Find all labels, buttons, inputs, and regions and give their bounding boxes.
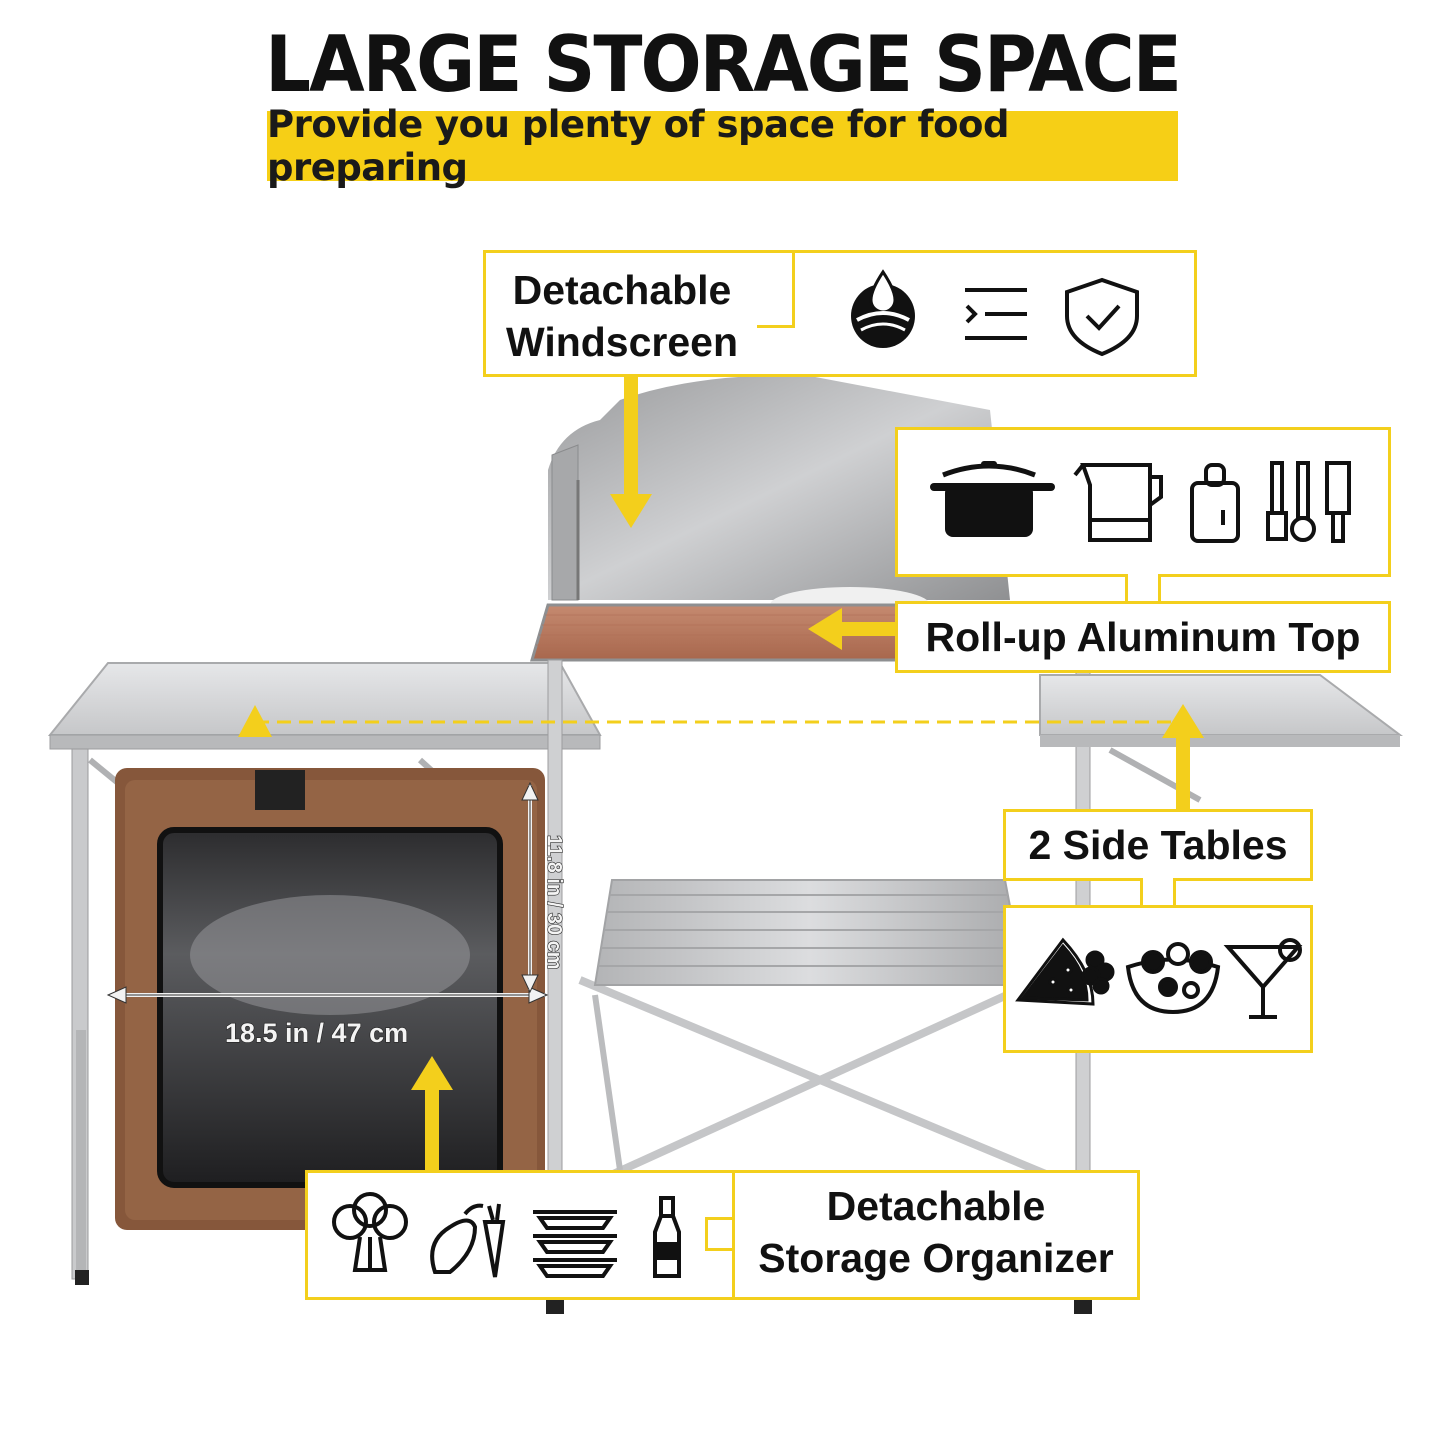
windscreen-label: Detachable Windscreen	[486, 264, 758, 368]
top-box-connector	[1125, 574, 1161, 604]
subtitle-text: Provide you plenty of space for food pre…	[267, 103, 1009, 189]
windscreen-label-line1: Detachable	[512, 267, 732, 313]
broccoli-icon	[332, 1192, 408, 1272]
side-tables-icons	[1015, 937, 1303, 1019]
side-table-arrow-right	[1162, 704, 1204, 738]
top-label: Roll-up Aluminum Top	[925, 613, 1361, 660]
organizer-label-box	[732, 1170, 1140, 1300]
height-dimension	[521, 781, 539, 994]
top-arrow	[808, 608, 842, 650]
width-dimension	[106, 986, 549, 1004]
fruit-icon	[1015, 937, 1115, 1006]
side-tables-label-box: 2 Side Tables	[1003, 809, 1313, 881]
organizer-box-connector-bottom	[705, 1248, 735, 1300]
organizer-icons-box	[305, 1170, 708, 1300]
organizer-label-line2: Storage Organizer	[758, 1235, 1114, 1281]
windscreen-arrow	[610, 494, 652, 528]
organizer-arrow	[411, 1056, 453, 1090]
organizer-label-line1: Detachable	[826, 1183, 1046, 1229]
vegetables-icon	[430, 1203, 506, 1278]
windscreen-box-connector-bottom	[757, 325, 795, 377]
storage-organizer	[115, 768, 545, 1230]
organizer-box-connector-top	[705, 1170, 735, 1220]
windscreen-label-box	[483, 250, 760, 377]
windscreen-icons	[851, 269, 1139, 357]
bottle-icon	[653, 1196, 681, 1278]
page-title: LARGE STORAGE SPACE	[265, 18, 1182, 110]
organizer-label: Detachable Storage Organizer	[735, 1180, 1137, 1284]
side-tables-label: 2 Side Tables	[1028, 821, 1288, 868]
cooking-pot-icon	[930, 461, 1055, 537]
kitchen-utensils-icon	[1266, 461, 1351, 543]
top-icons	[930, 461, 1351, 543]
waterproof-icon	[851, 269, 915, 348]
subtitle-banner: Provide you plenty of space for food pre…	[267, 103, 1178, 189]
organizer-icons	[332, 1192, 681, 1278]
side-tables-box-connector	[1140, 878, 1176, 908]
stacked-plates-icon	[533, 1210, 617, 1278]
side-table-arrow-left	[238, 705, 272, 737]
top-label-box: Roll-up Aluminum Top	[895, 601, 1391, 673]
salad-bowl-icon	[1125, 942, 1221, 1015]
shield-check-icon	[1065, 277, 1139, 357]
right-side-table	[1039, 674, 1403, 803]
windscreen-label-line2: Windscreen	[505, 319, 739, 365]
height-dimension-label: 11.8 in / 30 cm	[543, 835, 565, 970]
cutting-board-icon	[1190, 463, 1240, 543]
cocktail-icon	[1223, 938, 1303, 1019]
width-dimension-label: 18.5 in / 47 cm	[225, 1018, 408, 1048]
kettle-icon	[1073, 463, 1163, 542]
lower-shelf	[593, 879, 1027, 986]
callout-arrows	[411, 376, 1204, 1170]
layers-icon	[965, 288, 1027, 340]
